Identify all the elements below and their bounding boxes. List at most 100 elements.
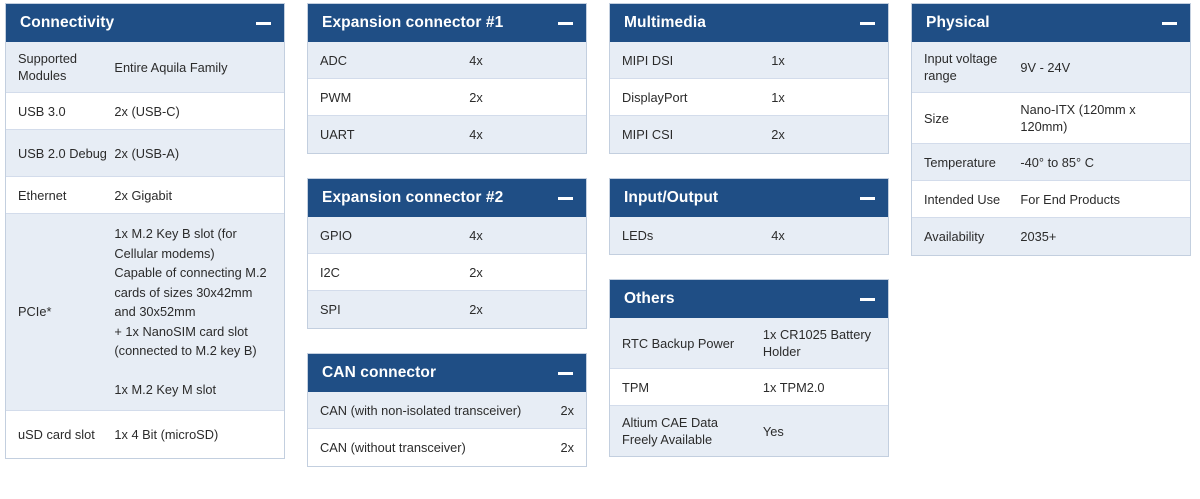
- row-value: -40° to 85° C: [1020, 154, 1094, 170]
- row-label: CAN (without transceiver): [320, 440, 466, 455]
- table-row: CAN (without transceiver) 2x: [308, 429, 586, 466]
- card-header-expansion-connector-1[interactable]: Expansion connector #1: [308, 4, 586, 42]
- card-rows: ADC 4x PWM 2x UART 4x: [308, 42, 586, 153]
- row-label: USB 2.0 Debug: [18, 145, 107, 161]
- row-value: 4x: [771, 228, 785, 243]
- card-title: CAN connector: [322, 364, 437, 382]
- row-value: Nano-ITX (120mm x 120mm): [1020, 102, 1136, 134]
- row-value: 1x: [771, 89, 785, 105]
- card-connectivity: Connectivity Supported Modules Entire Aq…: [5, 3, 285, 459]
- table-row: uSD card slot 1x 4 Bit (microSD): [6, 410, 284, 458]
- row-value: 1x CR1025 Battery Holder: [762, 327, 872, 359]
- row-value: 1x TPM2.0: [762, 379, 825, 395]
- card-rows: Supported Modules Entire Aquila Family U…: [6, 42, 284, 458]
- table-row: I2C 2x: [308, 254, 586, 291]
- card-rows: LEDs 4x: [610, 217, 888, 254]
- table-row: Availability 2035+: [912, 218, 1190, 255]
- table-row: Size Nano-ITX (120mm x 120mm): [912, 93, 1190, 144]
- row-value: Entire Aquila Family: [114, 59, 228, 75]
- card-title: Expansion connector #1: [322, 14, 504, 32]
- table-row: Ethernet 2x Gigabit: [6, 177, 284, 214]
- card-header-others[interactable]: Others: [610, 280, 888, 318]
- table-row: DisplayPort 1x: [610, 79, 888, 116]
- table-row: PCIe* 1x M.2 Key B slot (for Cellular mo…: [6, 214, 284, 411]
- row-value: 2x: [560, 440, 574, 455]
- row-value: 4x: [469, 52, 483, 68]
- row-value: 1x: [771, 52, 785, 68]
- row-label: TPM: [622, 379, 650, 395]
- row-label: Supported Modules: [18, 51, 78, 83]
- table-row: MIPI DSI 1x: [610, 42, 888, 79]
- card-header-input-output[interactable]: Input/Output: [610, 179, 888, 217]
- row-label: Input voltage range: [924, 51, 998, 83]
- card-title: Multimedia: [624, 14, 706, 32]
- minus-icon[interactable]: [1161, 18, 1177, 28]
- row-label: RTC Backup Power: [622, 335, 735, 351]
- card-title: Others: [624, 290, 675, 308]
- row-label: GPIO: [320, 227, 352, 243]
- row-value: Yes: [762, 423, 784, 439]
- row-value: For End Products: [1020, 191, 1120, 207]
- row-label: uSD card slot: [18, 426, 95, 442]
- table-row: SPI 2x: [308, 291, 586, 328]
- row-label: MIPI DSI: [622, 52, 674, 68]
- minus-icon[interactable]: [859, 18, 875, 28]
- row-label: LEDs: [622, 228, 654, 243]
- card-rows: GPIO 4x I2C 2x SPI 2x: [308, 217, 586, 328]
- row-value: 2x (USB-C): [114, 103, 180, 119]
- card-expansion-connector-1: Expansion connector #1 ADC 4x PWM 2x UAR…: [307, 3, 587, 154]
- minus-icon[interactable]: [557, 368, 573, 378]
- card-rows: CAN (with non-isolated transceiver) 2x C…: [308, 392, 586, 466]
- card-multimedia: Multimedia MIPI DSI 1x DisplayPort 1x MI…: [609, 3, 889, 154]
- row-value: 1x 4 Bit (microSD): [114, 426, 219, 442]
- minus-icon[interactable]: [859, 294, 875, 304]
- column-3: Multimedia MIPI DSI 1x DisplayPort 1x MI…: [609, 3, 889, 499]
- minus-icon[interactable]: [557, 193, 573, 203]
- row-value: 2x: [469, 302, 483, 317]
- row-value: 2x: [469, 89, 483, 105]
- row-label: UART: [320, 127, 355, 142]
- table-row: Supported Modules Entire Aquila Family: [6, 42, 284, 93]
- minus-icon[interactable]: [859, 193, 875, 203]
- minus-icon[interactable]: [255, 18, 271, 28]
- card-header-physical[interactable]: Physical: [912, 4, 1190, 42]
- row-label: PCIe*: [18, 304, 52, 320]
- row-label: I2C: [320, 264, 340, 280]
- row-label: SPI: [320, 302, 341, 317]
- row-value: 4x: [469, 127, 483, 142]
- table-row: Altium CAE Data Freely Available Yes: [610, 406, 888, 456]
- table-row: GPIO 4x: [308, 217, 586, 254]
- row-value: 2035+: [1020, 229, 1057, 244]
- row-label: DisplayPort: [622, 89, 688, 105]
- row-label: Altium CAE Data Freely Available: [622, 415, 719, 447]
- column-4: Physical Input voltage range 9V - 24V Si…: [911, 3, 1191, 499]
- row-label: CAN (with non-isolated transceiver): [320, 402, 522, 418]
- table-row: LEDs 4x: [610, 217, 888, 254]
- card-header-can-connector[interactable]: CAN connector: [308, 354, 586, 392]
- row-label: Size: [924, 110, 949, 126]
- card-header-expansion-connector-2[interactable]: Expansion connector #2: [308, 179, 586, 217]
- card-header-connectivity[interactable]: Connectivity: [6, 4, 284, 42]
- card-expansion-connector-2: Expansion connector #2 GPIO 4x I2C 2x SP…: [307, 178, 587, 329]
- row-label: MIPI CSI: [622, 127, 674, 142]
- row-label: Intended Use: [924, 191, 1001, 207]
- card-header-multimedia[interactable]: Multimedia: [610, 4, 888, 42]
- card-rows: RTC Backup Power 1x CR1025 Battery Holde…: [610, 318, 888, 456]
- row-value: 4x: [469, 227, 483, 243]
- card-title: Expansion connector #2: [322, 189, 504, 207]
- column-2: Expansion connector #1 ADC 4x PWM 2x UAR…: [307, 3, 587, 499]
- card-input-output: Input/Output LEDs 4x: [609, 178, 889, 255]
- minus-icon[interactable]: [557, 18, 573, 28]
- table-row: USB 3.0 2x (USB-C): [6, 93, 284, 130]
- table-row: Input voltage range 9V - 24V: [912, 42, 1190, 93]
- table-row: RTC Backup Power 1x CR1025 Battery Holde…: [610, 318, 888, 369]
- table-row: MIPI CSI 2x: [610, 116, 888, 153]
- table-row: Temperature -40° to 85° C: [912, 144, 1190, 181]
- card-physical: Physical Input voltage range 9V - 24V Si…: [911, 3, 1191, 256]
- row-label: ADC: [320, 52, 348, 68]
- table-row: ADC 4x: [308, 42, 586, 79]
- card-can-connector: CAN connector CAN (with non-isolated tra…: [307, 353, 587, 467]
- row-value: 2x (USB-A): [114, 145, 180, 161]
- row-label: Temperature: [924, 154, 996, 170]
